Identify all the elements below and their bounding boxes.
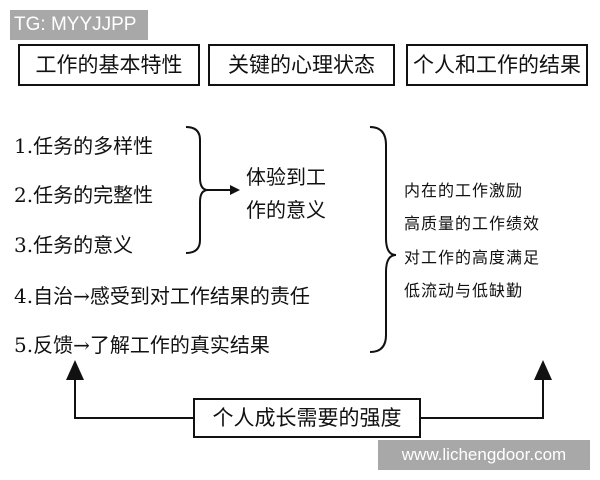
characteristic-item: 3.任务的意义: [14, 233, 134, 257]
outcome-item: 低流动与低缺勤: [404, 281, 524, 300]
state-text-line1: 体验到工: [246, 165, 326, 189]
characteristic-item: 2.任务的完整性: [14, 183, 154, 207]
characteristic-item: 4.自治→感受到对工作结果的责任: [14, 284, 310, 308]
large-brace: [369, 126, 397, 353]
state-text-line2: 作的意义: [246, 198, 326, 222]
right-feedback-line: [421, 375, 544, 419]
characteristic-item: 5.反馈→了解工作的真实结果: [14, 333, 270, 357]
left-arrowhead-icon: [66, 360, 84, 380]
outcome-item: 对工作的高度满足: [404, 248, 541, 267]
outcome-item: 内在的工作激励: [404, 181, 524, 200]
watermark-bottom: www.lichengdoor.com: [378, 440, 590, 470]
header-outcomes: 个人和工作的结果: [406, 44, 588, 86]
right-arrowhead-icon: [534, 360, 552, 380]
header-job-characteristics: 工作的基本特性: [18, 44, 200, 86]
small-brace: [185, 126, 209, 254]
arrowhead-icon: [230, 185, 240, 195]
characteristic-item: 1.任务的多样性: [14, 134, 154, 158]
left-feedback-line: [74, 375, 193, 419]
growth-need-strength-box: 个人成长需要的强度: [193, 398, 421, 438]
header-psychological-states: 关键的心理状态: [208, 44, 395, 86]
watermark-top: TG: MYYJJPP: [10, 10, 148, 40]
outcome-item: 高质量的工作绩效: [404, 214, 541, 233]
